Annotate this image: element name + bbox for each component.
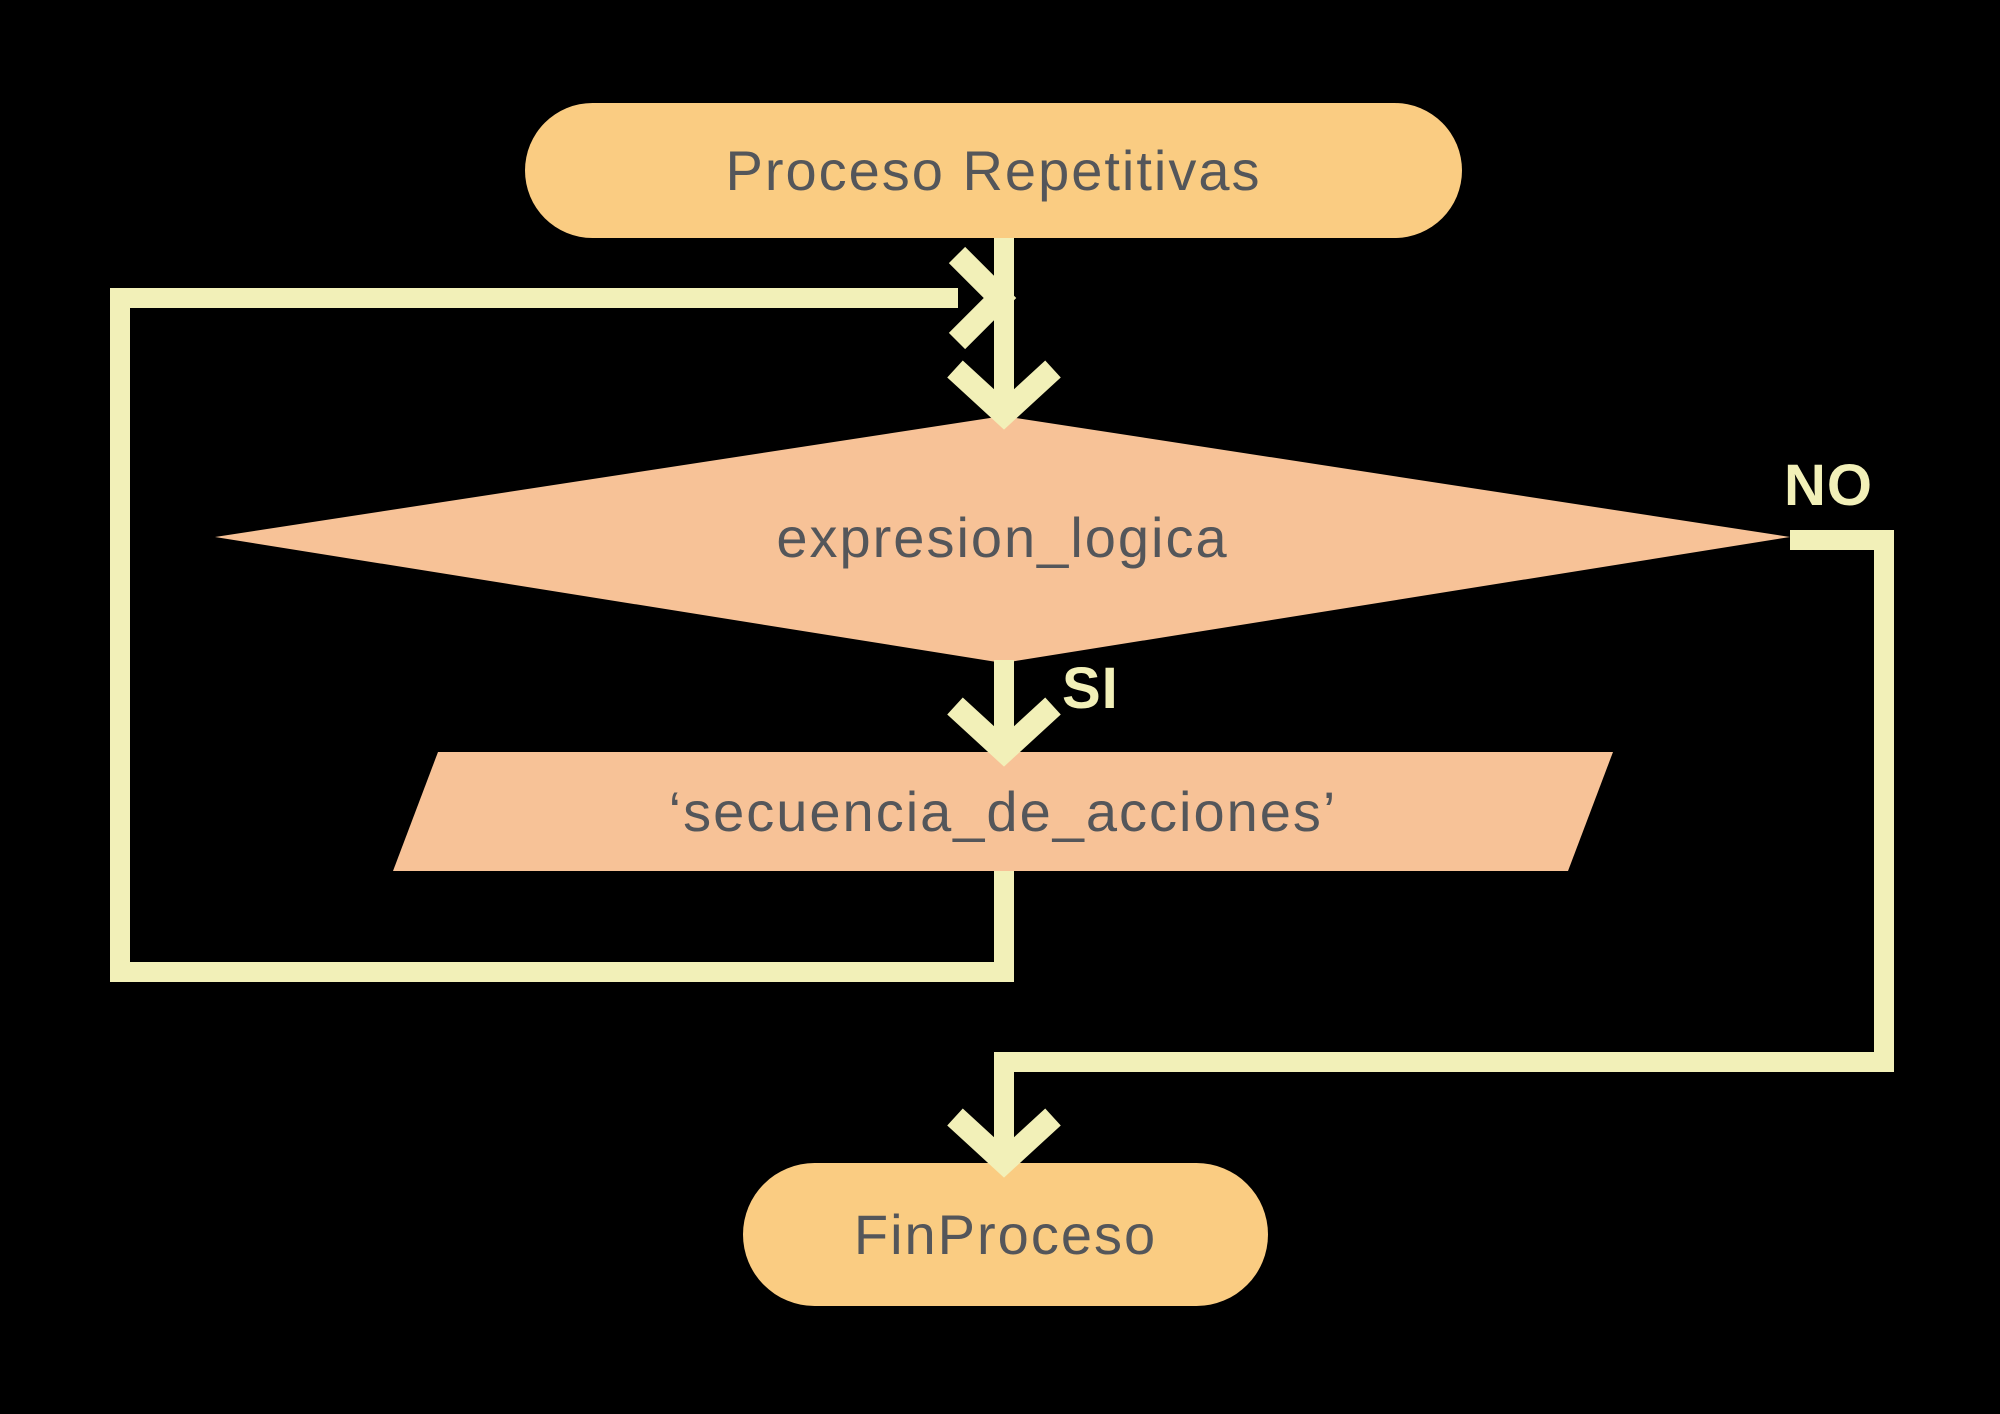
branch-label-no: NO: [1784, 453, 1873, 518]
edge-no-branch: [994, 530, 1894, 1148]
branch-label-si: SI: [1062, 656, 1119, 721]
arrowhead-into-action: [947, 697, 1061, 767]
decision-diamond-shape: [215, 416, 1790, 663]
end-terminator-label: FinProceso: [853, 1203, 1158, 1266]
arrowhead-into-end: [947, 1108, 1061, 1178]
edge-loop-back: [110, 288, 1014, 982]
arrowhead-loop-junction-right: [948, 246, 1017, 350]
action-parallelogram-shape: [393, 752, 1613, 871]
start-terminator-shape: [525, 103, 1462, 238]
decision-label: expresion_logica: [776, 505, 1229, 569]
end-terminator-shape: [743, 1163, 1268, 1306]
action-label: ‘secuencia_de_acciones’: [668, 780, 1338, 843]
arrowhead-into-decision: [947, 360, 1061, 430]
start-terminator-label: Proceso Repetitivas: [725, 139, 1262, 202]
